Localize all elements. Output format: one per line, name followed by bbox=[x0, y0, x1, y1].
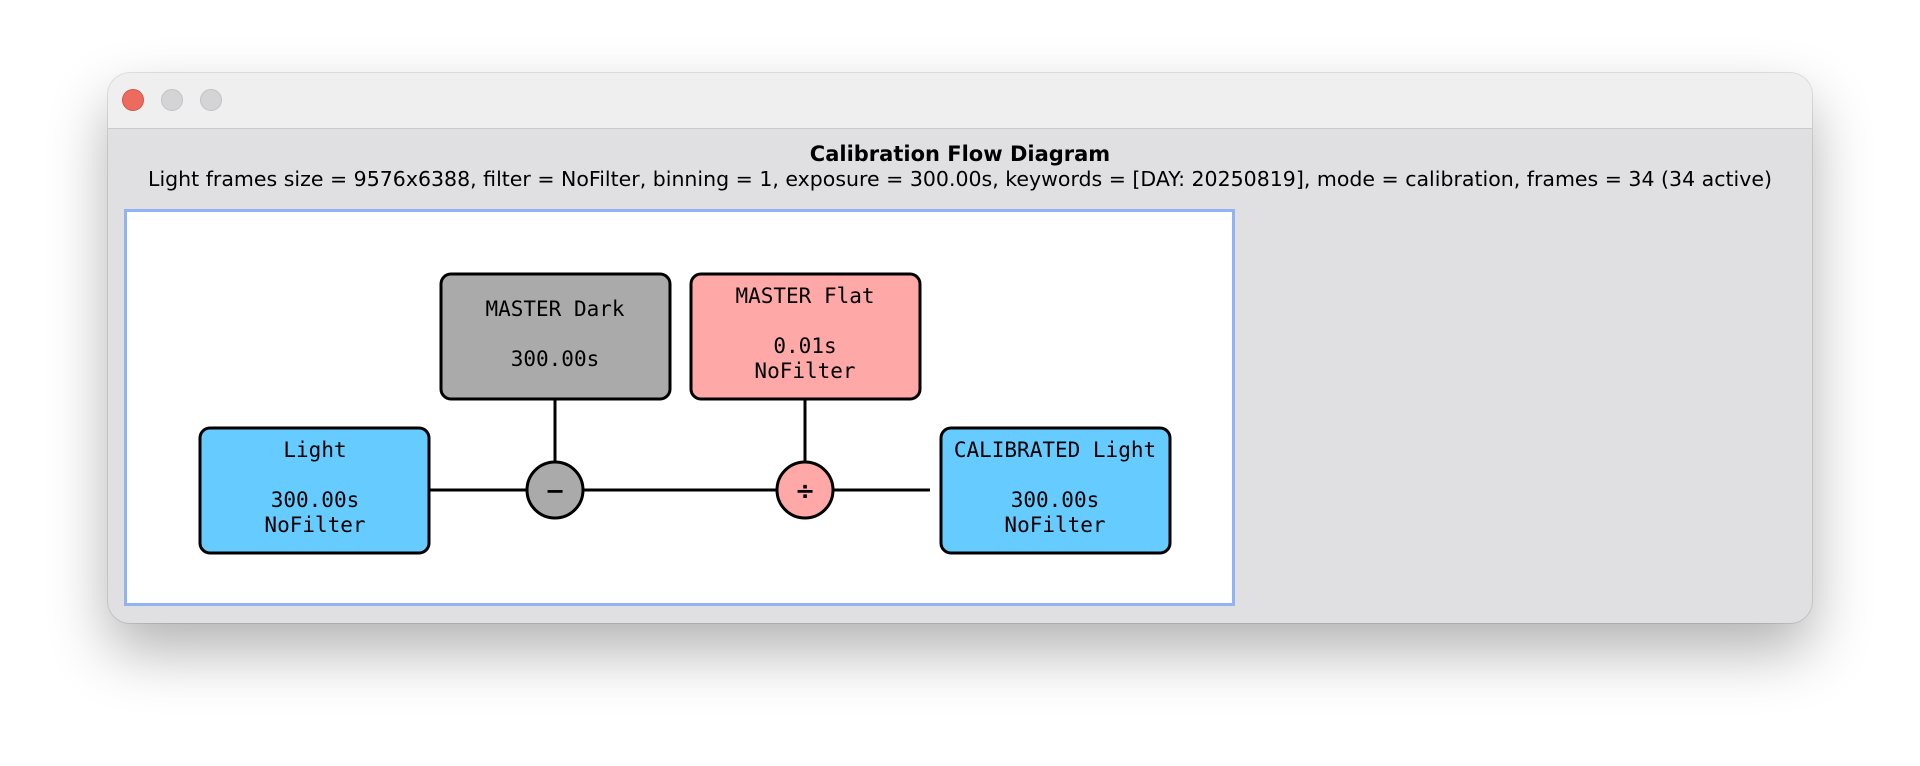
light-frame-box[interactable]: Light 300.00s NoFilter bbox=[198, 426, 431, 555]
master-flat-title: MASTER Flat bbox=[735, 284, 874, 308]
subtract-operator-node[interactable]: − bbox=[525, 460, 585, 520]
calibrated-light-exposure: 300.00s bbox=[1011, 488, 1100, 512]
zoom-window-button[interactable] bbox=[200, 89, 222, 111]
light-frame-title: Light bbox=[283, 438, 346, 462]
light-frames-summary: Light frames size = 9576x6388, filter = … bbox=[148, 167, 1772, 191]
calibrated-light-title: CALIBRATED Light bbox=[954, 438, 1156, 462]
light-frame-exposure: 300.00s bbox=[271, 488, 360, 512]
master-flat-box[interactable]: MASTER Flat 0.01s NoFilter bbox=[689, 272, 922, 401]
connectors bbox=[430, 398, 930, 492]
title-bar bbox=[108, 73, 1812, 129]
app-window: Calibration Flow Diagram Light frames si… bbox=[108, 73, 1812, 623]
minimize-window-button[interactable] bbox=[161, 89, 183, 111]
light-frame-box-shape bbox=[198, 426, 431, 555]
master-dark-title: MASTER Dark bbox=[485, 297, 624, 321]
calibration-flow-diagram: Light 300.00s NoFilter MASTER Dark 300.0… bbox=[124, 209, 1235, 606]
flow-diagram-canvas: Light 300.00s NoFilter MASTER Dark 300.0… bbox=[198, 272, 1172, 555]
light-frame-filter: NoFilter bbox=[264, 513, 365, 537]
calibrated-light-box[interactable]: CALIBRATED Light 300.00s NoFilter bbox=[939, 426, 1172, 555]
page-title: Calibration Flow Diagram bbox=[809, 142, 1111, 166]
master-dark-box-shape bbox=[439, 272, 672, 401]
close-window-button[interactable] bbox=[122, 89, 144, 111]
calibrated-light-filter: NoFilter bbox=[1004, 513, 1105, 537]
master-flat-exposure: 0.01s bbox=[773, 334, 836, 358]
master-flat-box-shape bbox=[689, 272, 922, 401]
minus-icon: − bbox=[545, 477, 565, 505]
master-dark-exposure: 300.00s bbox=[511, 347, 600, 371]
divide-operator-circle bbox=[775, 460, 835, 520]
divide-icon: ÷ bbox=[795, 477, 815, 505]
subtract-operator-circle bbox=[525, 460, 585, 520]
master-flat-filter: NoFilter bbox=[754, 359, 855, 383]
divide-operator-node[interactable]: ÷ bbox=[775, 460, 835, 520]
master-dark-box[interactable]: MASTER Dark 300.00s bbox=[439, 272, 672, 401]
calibrated-light-box-shape bbox=[939, 426, 1172, 555]
